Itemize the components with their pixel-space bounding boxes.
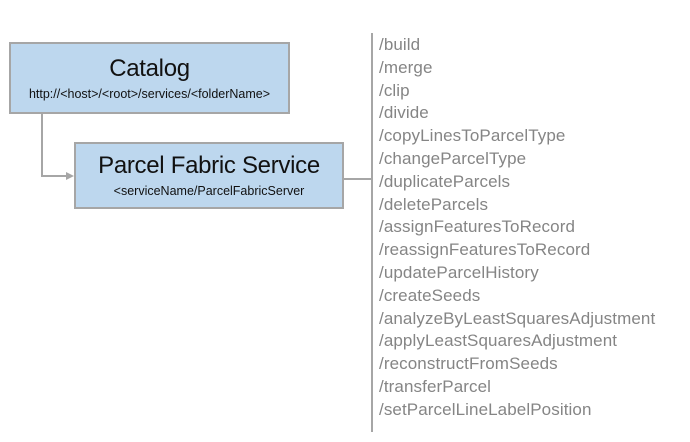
endpoint-item-duplicate-parcels: /duplicateParcels bbox=[379, 171, 511, 191]
endpoint-item-create-seeds: /createSeeds bbox=[379, 285, 481, 305]
catalog-node-url: http://<host>/<root>/services/<folderNam… bbox=[28, 86, 271, 101]
endpoint-list-divider bbox=[371, 33, 373, 432]
endpoint-item-build: /build bbox=[379, 35, 421, 54]
parcel-fabric-service-node-url: <serviceName/ParcelFabricServer bbox=[113, 184, 305, 198]
arrowhead-icon bbox=[66, 171, 74, 180]
endpoint-list: /build /merge /clip /divide /copyLinesTo… bbox=[379, 34, 685, 422]
service-to-endpoints-connector bbox=[344, 178, 372, 180]
parcel-fabric-service-node-title: Parcel Fabric Service bbox=[98, 152, 320, 179]
endpoint-item-delete-parcels: /deleteParcels bbox=[379, 194, 489, 214]
endpoint-item-divide: /divide bbox=[379, 103, 429, 123]
endpoint-item-reconstruct-from-seeds: /reconstructFromSeeds bbox=[379, 354, 558, 374]
endpoint-item-change-parcel-type: /changeParcelType bbox=[379, 148, 527, 168]
endpoint-item-transfer-parcel: /transferParcel bbox=[379, 376, 492, 396]
catalog-node-title: Catalog bbox=[109, 54, 190, 82]
endpoint-item-update-parcel-history: /updateParcelHistory bbox=[379, 262, 539, 282]
catalog-node: Catalog http://<host>/<root>/services/<f… bbox=[9, 42, 290, 114]
endpoint-item-reassign-features-to-record: /reassignFeaturesToRecord bbox=[379, 240, 591, 260]
endpoint-item-clip: /clip bbox=[379, 80, 410, 100]
endpoint-item-set-parcel-line-label-position: /setParcelLineLabelPosition bbox=[379, 399, 592, 419]
endpoint-item-copy-lines-to-parcel-type: /copyLinesToParcelType bbox=[379, 126, 566, 146]
endpoint-item-assign-features-to-record: /assignFeaturesToRecord bbox=[379, 217, 576, 237]
endpoint-item-apply-least-squares-adjustment: /applyLeastSquaresAdjustment bbox=[379, 331, 618, 351]
endpoint-item-analyze-by-least-squares-adjustment: /analyzeByLeastSquaresAdjustment bbox=[379, 308, 656, 328]
parcel-fabric-service-node: Parcel Fabric Service <serviceName/Parce… bbox=[74, 142, 344, 209]
catalog-to-service-connector-vertical bbox=[41, 114, 43, 177]
endpoint-item-merge: /merge bbox=[379, 57, 433, 77]
catalog-to-service-connector-horizontal bbox=[41, 175, 68, 177]
